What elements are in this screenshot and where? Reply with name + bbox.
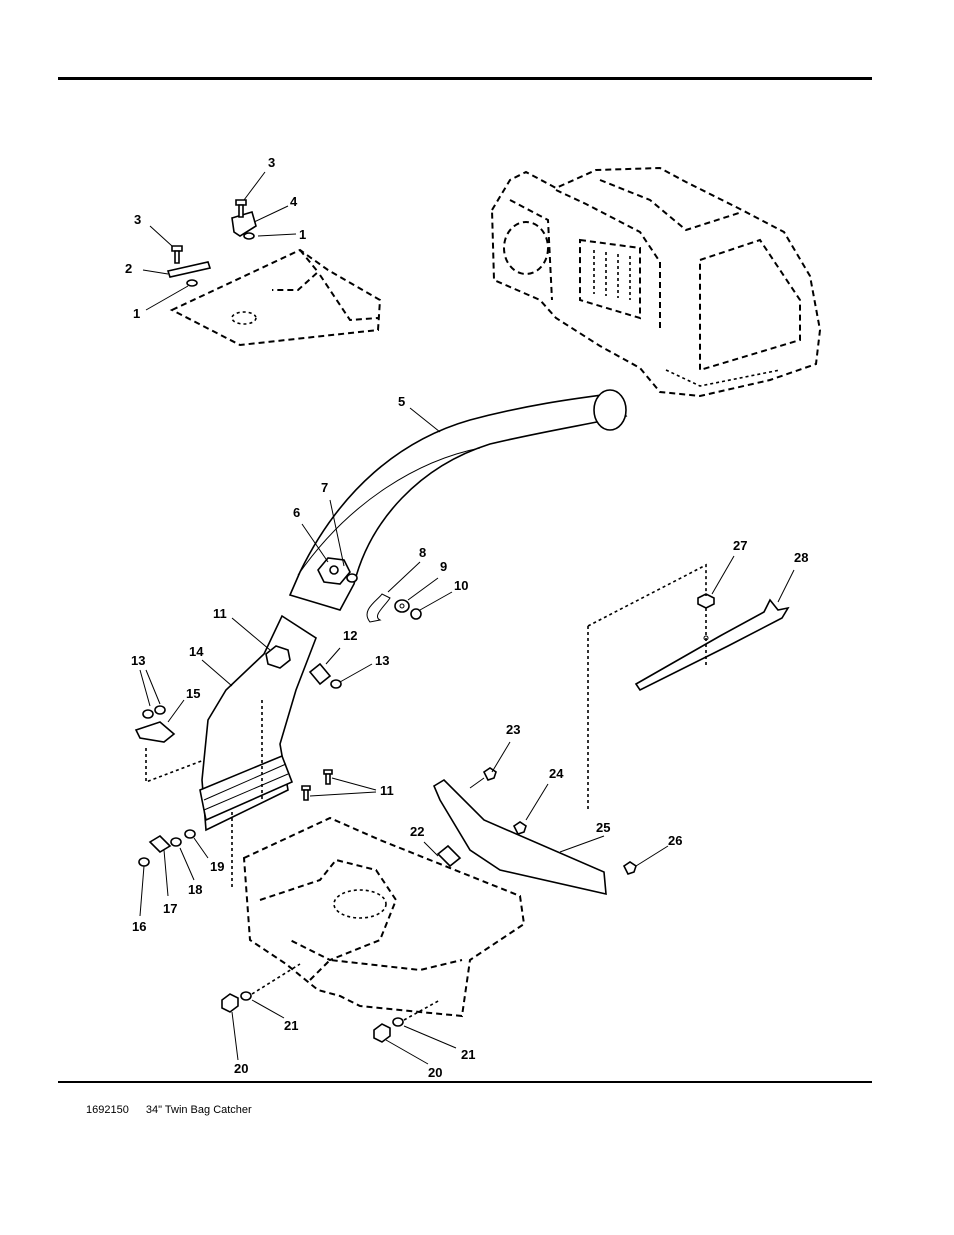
leader-lines: [139, 171, 795, 1065]
wingnut-part-17: [148, 834, 172, 854]
callout-10: 10: [454, 578, 468, 593]
mower-deck-outline: [242, 816, 526, 1018]
screw-part-3-left: [171, 245, 183, 264]
callout-13-left: 13: [131, 653, 145, 668]
callout-4: 4: [290, 194, 298, 209]
callout-11-upper: 11: [213, 606, 227, 621]
callout-13-right: 13: [375, 653, 389, 668]
spacer-part-22: [436, 844, 462, 868]
washer-part-7: [346, 573, 358, 583]
nut-part-20-left: [221, 993, 239, 1013]
deck-stud-guides: [251, 963, 441, 1021]
nut-part-20-right: [373, 1023, 391, 1043]
callout-8: 8: [419, 545, 426, 560]
nut-part-27: [697, 593, 715, 609]
washer-part-21-left: [240, 991, 252, 1001]
bolt-part-24: [512, 821, 527, 835]
blade-alignment-guide: [587, 563, 707, 812]
callout-24: 24: [549, 766, 564, 781]
footer-title: 34" Twin Bag Catcher: [145, 1104, 252, 1116]
callout-26: 26: [668, 833, 682, 848]
hairpin-part-8: [366, 593, 391, 623]
callout-25: 25: [596, 820, 610, 835]
callout-16: 16: [132, 919, 146, 934]
bracket-part-15: [134, 721, 176, 743]
clip-part-4: [231, 211, 257, 237]
callout-1-top: 1: [299, 227, 306, 242]
callout-22: 22: [410, 824, 424, 839]
header-rule: [58, 77, 872, 80]
deflector-part-25: [432, 778, 607, 896]
nuts-part-13-left: [142, 705, 166, 719]
footer-part-number: 1692150: [86, 1104, 129, 1116]
callout-3-left: 3: [134, 212, 141, 227]
bolts-part-11: [301, 769, 333, 801]
callout-7: 7: [321, 480, 328, 495]
nut-part-10: [410, 608, 422, 620]
page-footer: 1692150 34" Twin Bag Catcher: [86, 1104, 252, 1116]
callout-15: 15: [186, 686, 200, 701]
blade-part-28: [634, 598, 790, 692]
screw-part-3-top: [235, 199, 247, 218]
lower-chute-part-14: [199, 614, 317, 832]
nut-part-16: [138, 857, 150, 867]
callout-11-lower: 11: [380, 783, 394, 798]
callout-28: 28: [794, 550, 808, 565]
callout-1-left: 1: [133, 306, 140, 321]
callout-2: 2: [125, 261, 132, 276]
callout-14: 14: [189, 644, 204, 659]
callout-9: 9: [440, 559, 447, 574]
bracket-part-2: [166, 261, 212, 278]
callout-19: 19: [210, 859, 224, 874]
footer-rule: [58, 1081, 872, 1083]
callout-20-right: 20: [428, 1065, 442, 1080]
callout-17: 17: [163, 901, 177, 916]
washer-part-19: [184, 829, 196, 839]
spacer-part-12: [308, 662, 332, 686]
knob-part-6: [317, 557, 351, 585]
callout-5: 5: [398, 394, 405, 409]
bolt-part-26: [622, 861, 637, 875]
callout-12: 12: [343, 628, 357, 643]
callout-3-top: 3: [268, 155, 275, 170]
callout-21-right: 21: [461, 1047, 475, 1062]
callout-21-left: 21: [284, 1018, 298, 1033]
washer-part-1-left: [186, 279, 198, 287]
washer-part-18: [170, 837, 182, 847]
callout-27: 27: [733, 538, 747, 553]
chute-alignment-guide: [145, 700, 263, 890]
knob-part-11: [265, 645, 291, 669]
nut-part-13-right: [330, 679, 342, 689]
washer-part-9: [394, 599, 410, 613]
callout-20-left: 20: [234, 1061, 248, 1076]
callout-6: 6: [293, 505, 300, 520]
engine-hood-outline: [490, 166, 822, 398]
callout-18: 18: [188, 882, 202, 897]
deck-mount-plate: [169, 248, 382, 347]
callout-23: 23: [506, 722, 520, 737]
washer-part-1-top: [243, 232, 255, 240]
washer-part-21-right: [392, 1017, 404, 1027]
discharge-chute-part-5: [288, 389, 628, 611]
